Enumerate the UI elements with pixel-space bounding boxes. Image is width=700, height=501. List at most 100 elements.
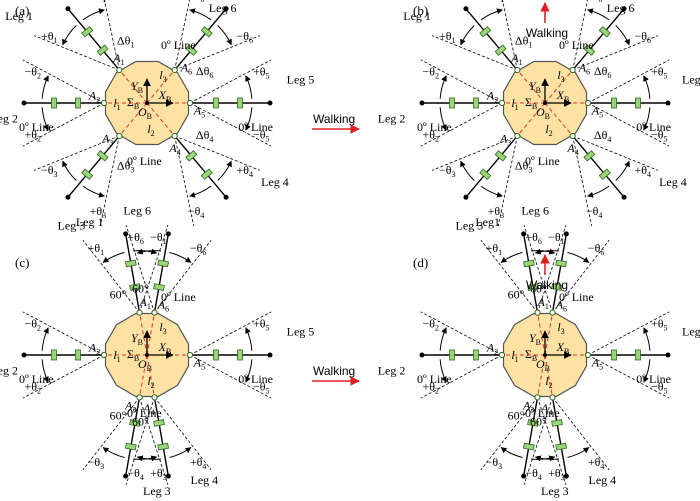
neg-rotation-arrow <box>136 455 162 462</box>
radial-line-3 <box>139 354 148 398</box>
sigma-b-label: ΣB <box>127 347 139 363</box>
neg-rotation-arrow <box>587 185 610 198</box>
hip-joint <box>186 351 194 359</box>
pos-rotation-arrow <box>439 359 447 383</box>
l1-label: l1 <box>113 348 120 364</box>
radial-line-3 <box>537 354 546 398</box>
joint-block-1 <box>494 44 507 56</box>
xb-label: XB <box>158 340 172 356</box>
pos-rotation-arrow <box>169 447 192 458</box>
zero-line-label-left: 0º Line <box>19 120 54 134</box>
joint-block-2 <box>479 168 492 180</box>
neg-rotation-arrow <box>643 359 651 383</box>
joint-label: A6 <box>578 61 590 77</box>
hip-joint <box>514 66 521 74</box>
neg-angle-label: −θ5 <box>651 380 668 396</box>
leg-name-label: Leg 3 <box>58 219 86 233</box>
l1-label: l1 <box>113 96 120 112</box>
pos-angle-label: +θ4 <box>588 455 605 471</box>
delta-theta-label: Δθ4 <box>594 128 611 144</box>
joint-block-1 <box>96 150 109 162</box>
neg-angle-label: −θ2 <box>24 316 41 332</box>
xb-label: XB <box>556 88 570 104</box>
limit-line-pos <box>480 397 538 471</box>
foot-tip <box>65 6 71 12</box>
hip-joint <box>584 351 592 359</box>
limit-line-neg <box>139 397 169 485</box>
zero-line-label-left: 0º Line <box>417 120 452 134</box>
neg-angle-label: −θ5 <box>253 380 270 396</box>
pos-angle-label: +θ2 <box>422 380 439 396</box>
sigma-b-label: ΣB <box>525 95 537 111</box>
body-origin <box>543 353 547 357</box>
body-origin <box>145 101 149 105</box>
neg-angle-label: −θ3 <box>88 455 105 471</box>
l3-label: l3 <box>159 68 166 84</box>
leg-name-label: Leg 5 <box>682 72 700 86</box>
neg-rotation-arrow <box>102 447 125 458</box>
limit-line-neg <box>480 239 538 313</box>
pos-rotation-arrow <box>245 327 253 351</box>
neg-angle-label: −θ4 <box>188 204 205 220</box>
leg-name-label: Leg1 <box>475 215 500 229</box>
pos-rotation-arrow <box>615 160 630 181</box>
hip-joint <box>514 132 521 140</box>
hip-angle-label: 60° <box>530 281 547 295</box>
foot-tip <box>267 100 273 106</box>
hip-joint <box>584 99 592 107</box>
joint-label: A2 <box>486 89 498 105</box>
ob-label: OB <box>536 105 550 121</box>
limit-line-neg <box>523 225 553 313</box>
foot-tip <box>123 473 129 479</box>
joint-block-2 <box>200 168 213 180</box>
joint-label: A5 <box>591 103 603 119</box>
radial-line-6 <box>146 69 176 104</box>
radial-line-1 <box>516 69 546 104</box>
leg-shaft <box>67 8 120 71</box>
pos-rotation-arrow <box>82 185 105 198</box>
joint-block-1 <box>213 97 219 109</box>
leg-shaft <box>174 135 227 198</box>
joint-block-2 <box>157 259 169 268</box>
hip-joint <box>569 132 576 140</box>
hip-joint <box>116 132 123 140</box>
limit-line-neg <box>99 135 120 227</box>
pos-angle-label: +θ6 <box>525 230 542 246</box>
radial-line-3 <box>118 102 148 137</box>
radial-line-4 <box>146 102 176 137</box>
foot-tip <box>563 231 569 237</box>
limit-line-pos <box>125 397 155 485</box>
limit-line-neg <box>420 354 503 399</box>
foot-tip <box>521 473 527 479</box>
leg-name-label: Leg 2 <box>378 364 406 378</box>
joint-block-2 <box>200 26 213 38</box>
neg-angle-label: −θ4 <box>127 466 144 482</box>
limit-line-pos <box>154 239 212 313</box>
pos-rotation-arrow <box>480 185 503 198</box>
yb-label: YB <box>131 79 143 95</box>
joint-block-2 <box>555 259 567 268</box>
l1-label: l1 <box>511 348 518 364</box>
limit-line-pos <box>587 102 670 147</box>
hip-joint <box>549 309 556 316</box>
ob-label: OB <box>138 357 152 373</box>
neg-angle-label: −θ2 <box>422 64 439 80</box>
leg-name-label: Leg 1 <box>5 9 33 23</box>
joint-block-2 <box>635 349 641 361</box>
leg-name-label: Leg 4 <box>261 175 289 189</box>
leg-name-label: Leg 6 <box>521 203 549 217</box>
neg-rotation-arrow <box>41 327 49 351</box>
joint-block-2 <box>51 97 57 109</box>
neg-angle-label: −θ4 <box>525 466 542 482</box>
radial-line-4 <box>146 354 155 398</box>
neg-angle-label: −θ3 <box>439 163 456 179</box>
limit-line-pos <box>33 135 120 171</box>
leg-shaft <box>124 397 141 477</box>
hip-joint <box>534 394 541 401</box>
